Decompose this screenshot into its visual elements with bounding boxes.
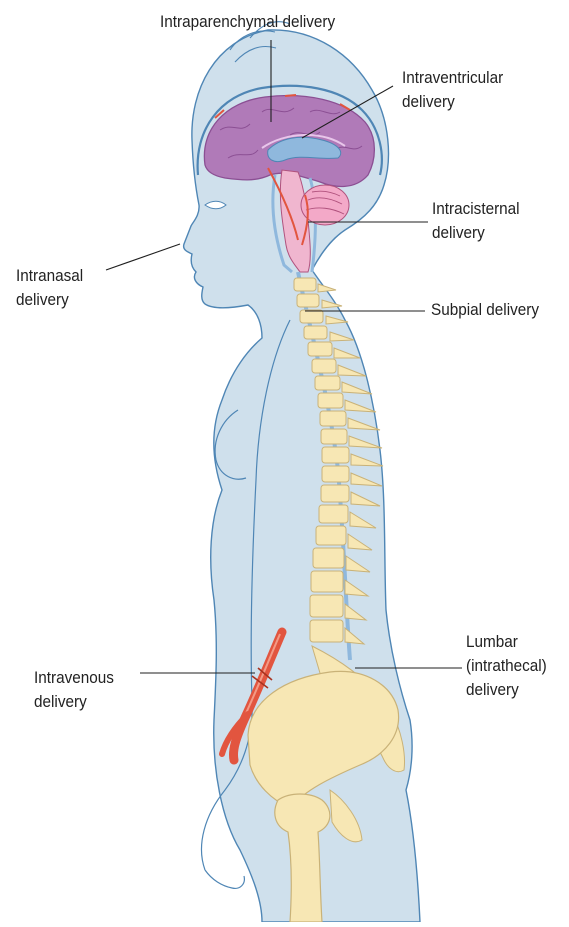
label-lumbar-line3: delivery: [466, 678, 547, 702]
label-intraventricular-line2: delivery: [402, 90, 503, 114]
label-intravenous: Intravenous delivery: [34, 666, 114, 714]
hand-outline: [205, 870, 244, 888]
label-intracisternal-line2: delivery: [432, 221, 520, 245]
label-intravenous-line2: delivery: [34, 690, 114, 714]
label-subpial-text: Subpial delivery: [431, 298, 539, 322]
label-intraventricular-line1: Intraventricular: [402, 66, 503, 90]
label-intranasal-line2: delivery: [16, 288, 83, 312]
label-lumbar-line2: (intrathecal): [466, 654, 547, 678]
label-intranasal: Intranasal delivery: [16, 264, 83, 312]
label-intraparenchymal-text: Intraparenchymal delivery: [160, 10, 335, 34]
label-lumbar: Lumbar (intrathecal) delivery: [466, 630, 547, 702]
label-intravenous-line1: Intravenous: [34, 666, 114, 690]
label-intraparenchymal: Intraparenchymal delivery: [160, 10, 335, 34]
label-intranasal-line1: Intranasal: [16, 264, 83, 288]
label-subpial: Subpial delivery: [431, 298, 539, 322]
label-intraventricular: Intraventricular delivery: [402, 66, 503, 114]
label-intracisternal-line1: Intracisternal: [432, 197, 520, 221]
leader-intranasal: [106, 244, 180, 270]
label-intracisternal: Intracisternal delivery: [432, 197, 520, 245]
label-lumbar-line1: Lumbar: [466, 630, 547, 654]
